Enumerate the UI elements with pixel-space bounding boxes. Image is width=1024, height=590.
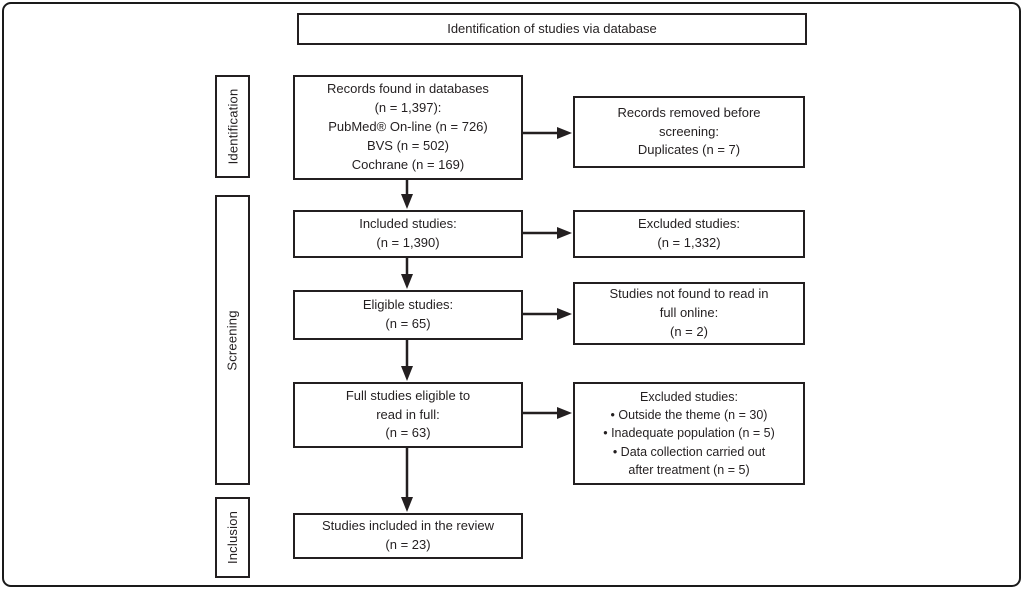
flow-box-eligible-studies: Eligible studies: (n = 65) <box>293 290 523 340</box>
stage-label-inclusion-text: Inclusion <box>225 510 241 565</box>
stage-label-identification: Identification <box>215 75 250 178</box>
arrow-down-2-icon <box>401 258 413 289</box>
diagram-title: Identification of studies via database <box>297 13 807 45</box>
stage-label-screening: Screening <box>215 195 250 485</box>
stage-label-screening-text: Screening <box>225 309 240 371</box>
flow-box-included-studies: Included studies: (n = 1,390) <box>293 210 523 258</box>
side-box-excluded-reasons: Excluded studies: • Outside the theme (n… <box>573 382 805 485</box>
flow-box-included-in-review: Studies included in the review (n = 23) <box>293 513 523 559</box>
stage-label-identification-text: Identification <box>225 88 241 165</box>
arrow-right-not-found-icon <box>523 308 572 320</box>
arrow-down-1-icon <box>401 180 413 209</box>
side-box-records-removed: Records removed before screening: Duplic… <box>573 96 805 168</box>
side-box-not-found-full: Studies not found to read in full online… <box>573 282 805 345</box>
flow-box-records-found: Records found in databases (n = 1,397): … <box>293 75 523 180</box>
arrow-right-records-removed-icon <box>523 127 572 139</box>
flow-box-full-text-eligible: Full studies eligible to read in full: (… <box>293 382 523 448</box>
stage-label-inclusion: Inclusion <box>215 497 250 578</box>
side-box-excluded-studies: Excluded studies: (n = 1,332) <box>573 210 805 258</box>
arrow-right-excluded-studies-icon <box>523 227 572 239</box>
arrow-right-excluded-reasons-icon <box>523 407 572 419</box>
arrow-down-4-icon <box>401 448 413 512</box>
arrow-down-3-icon <box>401 340 413 381</box>
